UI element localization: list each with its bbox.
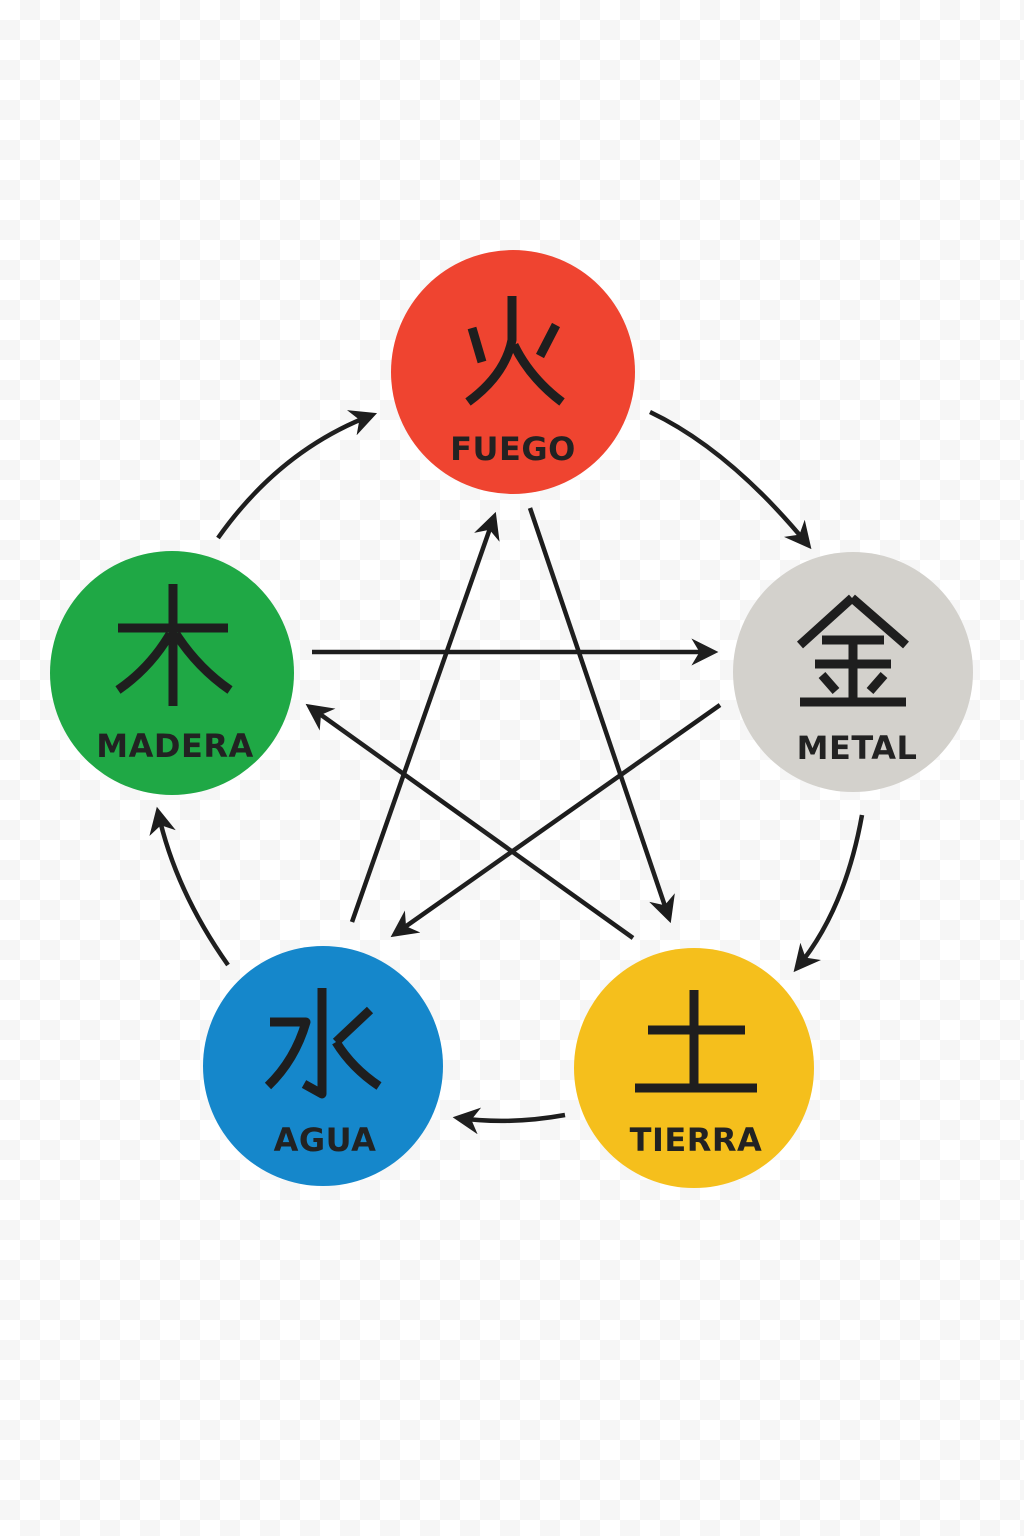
wood-character-icon (115, 584, 233, 706)
arrow-madera-to-fuego (216, 410, 378, 540)
metal-character-icon (796, 594, 909, 707)
element-agua: AGUA (203, 946, 443, 1186)
inner-star-arrows (305, 507, 722, 940)
arrow-metal-to-tierra (793, 814, 865, 973)
arrow-tierra-to-madera (305, 703, 635, 940)
water-character-icon (264, 988, 382, 1099)
element-fuego: FUEGO (391, 250, 635, 494)
arrow-tierra-to-agua (452, 1107, 566, 1135)
madera-label: MADERA (96, 727, 253, 765)
tierra-label: TIERRA (630, 1121, 763, 1159)
arrow-fuego-to-metal (649, 409, 812, 550)
arrow-fuego-to-tierra (527, 507, 675, 924)
element-metal: METAL (733, 552, 973, 792)
arrow-metal-to-agua (390, 703, 722, 938)
fire-character-icon (465, 296, 565, 406)
earth-character-icon (635, 990, 757, 1093)
arrow-agua-to-madera (149, 806, 230, 967)
agua-label: AGUA (274, 1121, 377, 1159)
fuego-circle (391, 250, 635, 494)
element-tierra: TIERRA (574, 948, 814, 1188)
outer-cycle-arrows (149, 409, 865, 1135)
fuego-label: FUEGO (450, 430, 576, 468)
metal-label: METAL (797, 729, 918, 767)
arrow-agua-to-fuego (349, 511, 500, 923)
element-madera: MADERA (50, 551, 294, 795)
